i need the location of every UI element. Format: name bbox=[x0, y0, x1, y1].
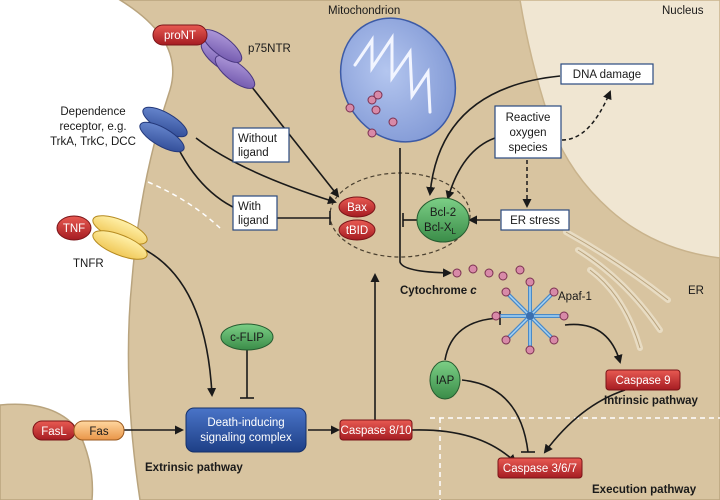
apaf1-label: Apaf-1 bbox=[558, 291, 592, 303]
cflip-node: c-FLIP bbox=[220, 323, 274, 351]
caspase-8-10-node: Caspase 8/10 bbox=[339, 419, 413, 441]
dependence-label-3: TrkA, TrkC, DCC bbox=[50, 136, 136, 148]
er-stress-box: ER stress bbox=[500, 209, 570, 231]
pront-label: proNT bbox=[164, 30, 196, 42]
extrinsic-pathway-label: Extrinsic pathway bbox=[145, 462, 243, 474]
tnfr-receptor bbox=[92, 215, 148, 260]
svg-text:Without: Without bbox=[238, 133, 278, 145]
svg-text:Bcl-XL: Bcl-XL bbox=[424, 222, 456, 236]
svg-text:ligand: ligand bbox=[238, 147, 269, 159]
svg-text:ER stress: ER stress bbox=[510, 215, 560, 227]
execution-boundary bbox=[430, 417, 720, 500]
svg-text:signaling complex: signaling complex bbox=[200, 432, 292, 444]
svg-text:Bcl-2: Bcl-2 bbox=[430, 207, 456, 219]
mitochondrion bbox=[339, 17, 457, 143]
dependence-label-2: receptor, e.g. bbox=[59, 121, 126, 133]
fas-receptor: Fas bbox=[73, 420, 125, 441]
p75ntr-label: p75NTR bbox=[248, 43, 291, 55]
intrinsic-pathway-label: Intrinsic pathway bbox=[604, 395, 699, 407]
bax-node: Bax bbox=[338, 196, 376, 218]
svg-text:Caspase 3/6/7: Caspase 3/6/7 bbox=[503, 463, 577, 475]
svg-text:tBID: tBID bbox=[346, 225, 368, 237]
svg-text:c-FLIP: c-FLIP bbox=[230, 332, 264, 344]
svg-text:Reactive: Reactive bbox=[506, 112, 551, 124]
svg-text:oxygen: oxygen bbox=[509, 127, 546, 139]
tnf-label: TNF bbox=[63, 223, 85, 235]
svg-text:Caspase 9: Caspase 9 bbox=[616, 375, 671, 387]
iap-node: IAP bbox=[429, 360, 461, 400]
svg-text:Death-inducing: Death-inducing bbox=[207, 417, 284, 429]
svg-text:DNA damage: DNA damage bbox=[573, 69, 641, 81]
fasl-ligand: FasL bbox=[32, 420, 76, 441]
tnf-ligand: TNF bbox=[56, 215, 92, 241]
mitochondrion-label: Mitochondrion bbox=[328, 5, 400, 17]
svg-text:FasL: FasL bbox=[41, 426, 67, 438]
execution-pathway-label: Execution pathway bbox=[592, 484, 697, 496]
cytochrome-c-label: Cytochrome c bbox=[400, 285, 477, 297]
svg-text:species: species bbox=[509, 142, 548, 154]
dependence-receptor bbox=[139, 106, 188, 153]
apaf1-apoptosome bbox=[491, 277, 569, 355]
pront-ligand: proNT bbox=[152, 24, 208, 46]
without-ligand-box: Without ligand bbox=[232, 127, 290, 163]
dna-damage-box: DNA damage bbox=[560, 63, 654, 85]
with-ligand-box: With ligand bbox=[232, 195, 278, 231]
svg-text:With: With bbox=[238, 201, 261, 213]
svg-text:Fas: Fas bbox=[89, 426, 108, 438]
er-label: ER bbox=[688, 285, 704, 297]
tnfr-label: TNFR bbox=[73, 258, 104, 270]
caspase-3-6-7-node: Caspase 3/6/7 bbox=[497, 457, 583, 479]
bcl-node: Bcl-2 Bcl-XL bbox=[416, 197, 470, 243]
svg-text:IAP: IAP bbox=[436, 375, 455, 387]
neighbour-cell bbox=[0, 403, 94, 500]
svg-text:Bax: Bax bbox=[347, 202, 367, 214]
p75ntr-receptor bbox=[200, 29, 256, 89]
nucleus-label: Nucleus bbox=[662, 5, 704, 17]
ros-box: Reactive oxygen species bbox=[494, 105, 562, 159]
caspase-9-node: Caspase 9 bbox=[605, 369, 681, 391]
disc-node: Death-inducing signaling complex bbox=[185, 407, 307, 453]
dependence-label-1: Dependence bbox=[60, 106, 125, 118]
cytochrome-c-molecules bbox=[452, 264, 525, 281]
tbid-node: tBID bbox=[338, 219, 376, 241]
svg-text:Caspase 8/10: Caspase 8/10 bbox=[341, 425, 412, 437]
svg-text:ligand: ligand bbox=[238, 215, 269, 227]
